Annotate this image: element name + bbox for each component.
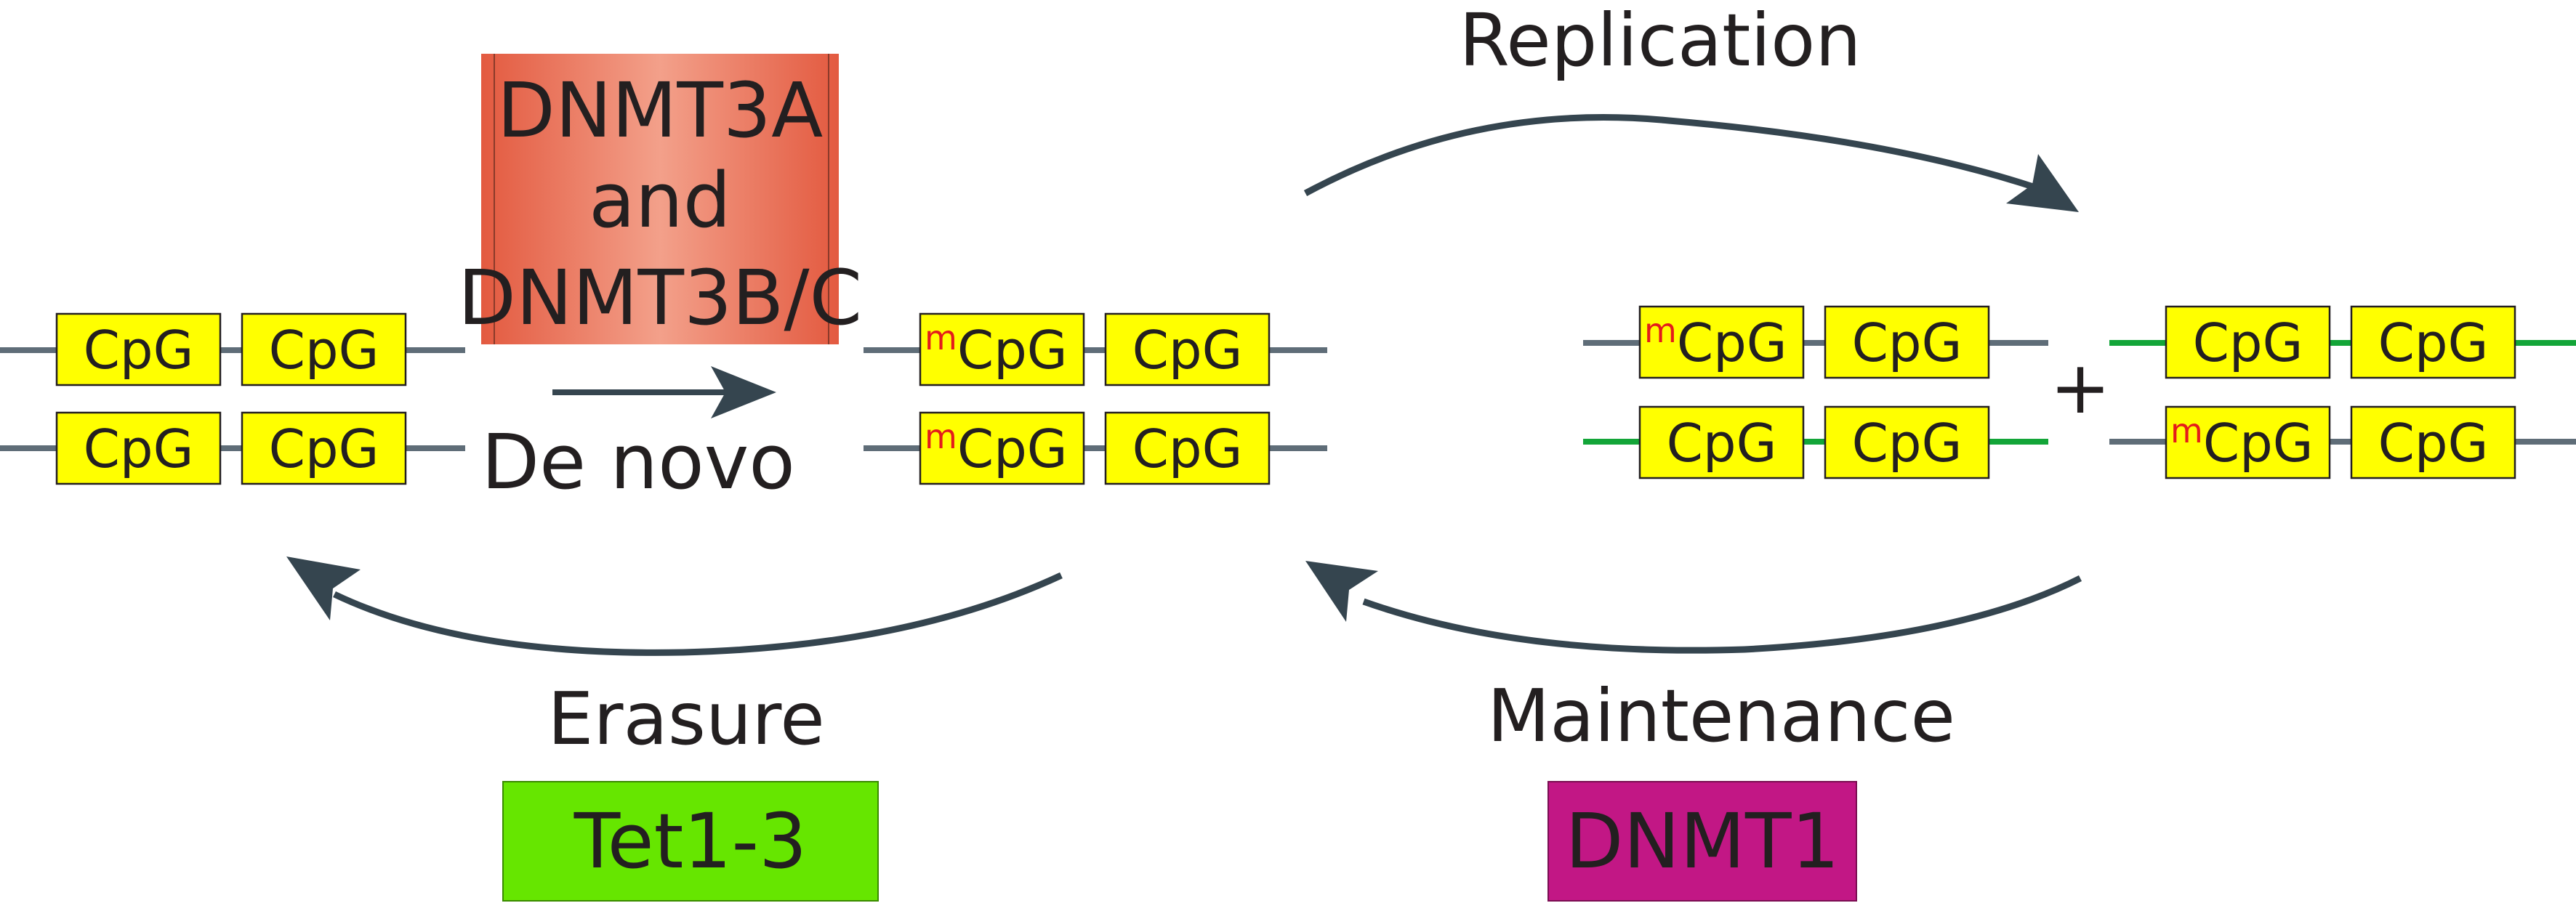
cpg-site: CpG (1824, 405, 1990, 479)
replication-arrow (1303, 114, 2079, 212)
methyl-mark: m (1644, 311, 1677, 350)
cpg-label: CpG (84, 418, 194, 479)
cpg-site: CpG (2350, 305, 2516, 379)
cpg-site: CpG (241, 312, 407, 386)
de-novo-arrow (552, 366, 776, 418)
plus-sign: + (2050, 345, 2111, 430)
cpg-label: CpG (2203, 413, 2314, 474)
svg-text:mCpG: mCpG (925, 318, 1068, 381)
cpg-site: CpG (2165, 305, 2331, 379)
erasure-label: Erasure (547, 676, 825, 761)
cpg-site: CpG (241, 411, 407, 485)
methylated-cpg-site: mCpG (919, 411, 1085, 485)
methylated-cpg-site: mCpG (1638, 305, 1805, 379)
cpg-label: CpG (84, 320, 194, 381)
erasure-arrow (286, 556, 1063, 656)
cpg-site: CpG (1104, 312, 1271, 386)
tet-label: Tet1-3 (573, 797, 807, 886)
cpg-site: CpG (1638, 405, 1805, 479)
cpg-site: CpG (1824, 305, 1990, 379)
dnmt3-label-line2: and (589, 156, 731, 245)
cpg-label: CpG (1132, 418, 1243, 479)
maintenance-label: Maintenance (1487, 673, 1955, 758)
methyl-mark: m (2170, 411, 2203, 450)
cpg-label: CpG (1677, 312, 1787, 373)
cpg-label: CpG (2378, 413, 2489, 474)
cpg-site: CpG (55, 411, 222, 485)
methyl-mark: m (925, 318, 957, 357)
cpg-label: CpG (1852, 312, 1963, 373)
methylated-cpg-site: mCpG (919, 312, 1085, 386)
cpg-sites: CpG CpG CpG CpG mCpG CpG mCpG CpG (55, 305, 2516, 485)
dnmt3-label-line1: DNMT3A (497, 66, 823, 155)
cpg-label: CpG (1852, 413, 1963, 474)
cpg-label: CpG (269, 418, 379, 479)
de-novo-label: De novo (481, 418, 795, 506)
cpg-label: CpG (1667, 413, 1777, 474)
cpg-site: CpG (1104, 411, 1271, 485)
cpg-label: CpG (957, 418, 1068, 479)
cpg-site: CpG (55, 312, 222, 386)
svg-text:mCpG: mCpG (2170, 411, 2314, 474)
cpg-label: CpG (957, 320, 1068, 381)
cpg-label: CpG (2378, 312, 2489, 373)
cpg-label: CpG (1132, 320, 1243, 381)
maintenance-arrow (1305, 561, 2082, 654)
methyl-mark: m (925, 417, 957, 456)
svg-text:mCpG: mCpG (925, 417, 1068, 479)
dnmt1-label: DNMT1 (1565, 797, 1839, 886)
tet-box: Tet1-3 (502, 781, 879, 902)
cpg-site: CpG (2350, 405, 2516, 479)
dnmt3-label-line3: DNMT3B/C (458, 254, 862, 342)
methylated-cpg-site: mCpG (2165, 405, 2331, 479)
cpg-label: CpG (269, 320, 379, 381)
cpg-label: CpG (2193, 312, 2303, 373)
replication-label: Replication (1459, 0, 1861, 83)
dnmt3-box: DNMT3A and DNMT3B/C (458, 54, 862, 344)
svg-text:mCpG: mCpG (1644, 311, 1787, 373)
dnmt1-box: DNMT1 (1547, 781, 1857, 902)
